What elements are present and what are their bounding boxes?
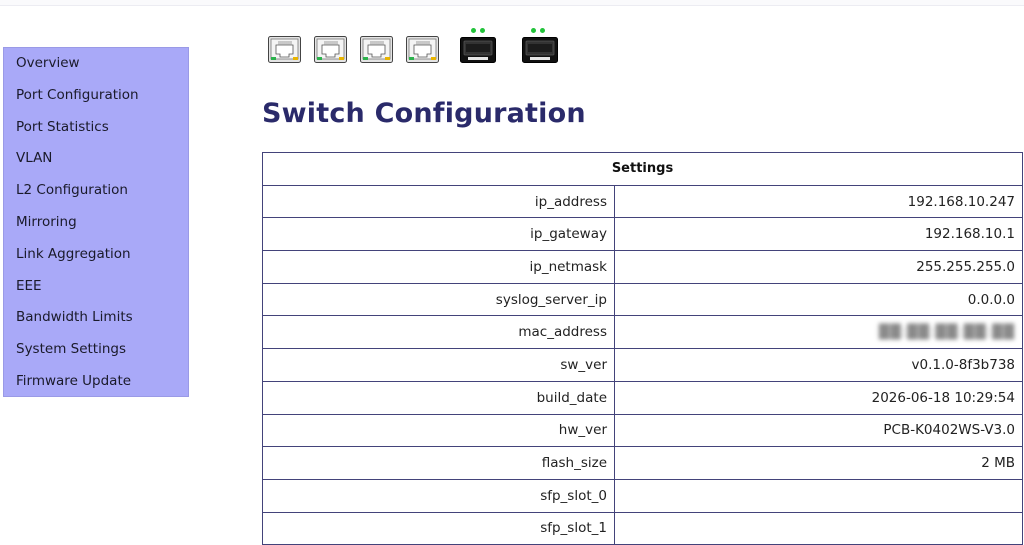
settings-table: Settings ip_address 192.168.10.247 ip_ga… [262,152,1023,545]
table-row: sw_ver v0.1.0-8f3b738 [262,348,1023,382]
setting-value: 192.168.10.1 [614,217,1023,252]
table-row: ip_gateway 192.168.10.1 [262,217,1023,252]
setting-key: build_date [262,380,615,415]
sidebar-item-firmware-update[interactable]: Firmware Update [16,372,132,389]
setting-value: 2026-06-18 10:29:54 [614,380,1023,415]
setting-key: flash_size [262,446,615,480]
setting-key: ip_gateway [262,217,615,252]
table-row: ip_address 192.168.10.247 [262,184,1023,219]
top-border [0,0,1024,6]
table-row: syslog_server_ip 0.0.0.0 [262,282,1023,317]
ethernet-port-icon[interactable] [360,36,393,67]
setting-key: ip_address [262,184,615,219]
table-row: sfp_slot_0 [262,478,1023,513]
setting-key: hw_ver [262,413,615,448]
setting-key: syslog_server_ip [262,282,615,317]
ethernet-port-icon[interactable] [406,36,439,67]
table-row: mac_address ██:██:██:██:██ [262,315,1023,350]
setting-value: 0.0.0.0 [614,282,1023,317]
setting-key: ip_netmask [262,250,615,284]
setting-value [614,511,1023,545]
setting-key: sfp_slot_1 [262,511,615,545]
setting-value-redacted: ██:██:██:██:██ [614,315,1023,350]
setting-value: 2 MB [614,446,1023,480]
sidebar-item-port-configuration[interactable]: Port Configuration [16,86,139,103]
sidebar-item-bandwidth-limits[interactable]: Bandwidth Limits [16,309,133,326]
table-row: flash_size 2 MB [262,446,1023,480]
table-row: hw_ver PCB-K0402WS-V3.0 [262,413,1023,448]
sidebar-item-eee[interactable]: EEE [16,277,42,294]
setting-value: v0.1.0-8f3b738 [614,348,1023,382]
sidebar-item-mirroring[interactable]: Mirroring [16,213,77,230]
sfp-status-leds [530,28,550,34]
redacted-mac-address: ██:██:██:██:██ [878,324,1015,341]
sfp-port-icon[interactable] [522,28,558,64]
setting-key: mac_address [262,315,615,350]
sfp-status-leds [468,28,488,34]
setting-key: sw_ver [262,348,615,382]
sfp-port-icon[interactable] [460,28,496,64]
ethernet-port-icon[interactable] [268,36,301,67]
page-title: Switch Configuration [262,98,586,129]
sidebar-item-l2-configuration[interactable]: L2 Configuration [16,182,128,199]
sidebar-item-system-settings[interactable]: System Settings [16,341,127,358]
setting-value [614,478,1023,513]
setting-key: sfp_slot_0 [262,478,615,513]
sidebar-item-link-aggregation[interactable]: Link Aggregation [16,245,131,262]
sidebar-item-overview[interactable]: Overview [16,55,80,71]
setting-value: PCB-K0402WS-V3.0 [614,413,1023,448]
table-row: build_date 2026-06-18 10:29:54 [262,380,1023,415]
setting-value: 192.168.10.247 [614,184,1023,219]
sidebar-nav: Overview Port Configuration Port Statist… [3,47,189,397]
ethernet-port-icon[interactable] [314,36,347,67]
sidebar-item-port-statistics[interactable]: Port Statistics [16,118,109,135]
port-status-bar [268,28,568,68]
sidebar-item-vlan[interactable]: VLAN [16,150,53,167]
settings-header: Settings [262,152,1023,186]
table-row: ip_netmask 255.255.255.0 [262,250,1023,284]
table-row: sfp_slot_1 [262,511,1023,545]
setting-value: 255.255.255.0 [614,250,1023,284]
